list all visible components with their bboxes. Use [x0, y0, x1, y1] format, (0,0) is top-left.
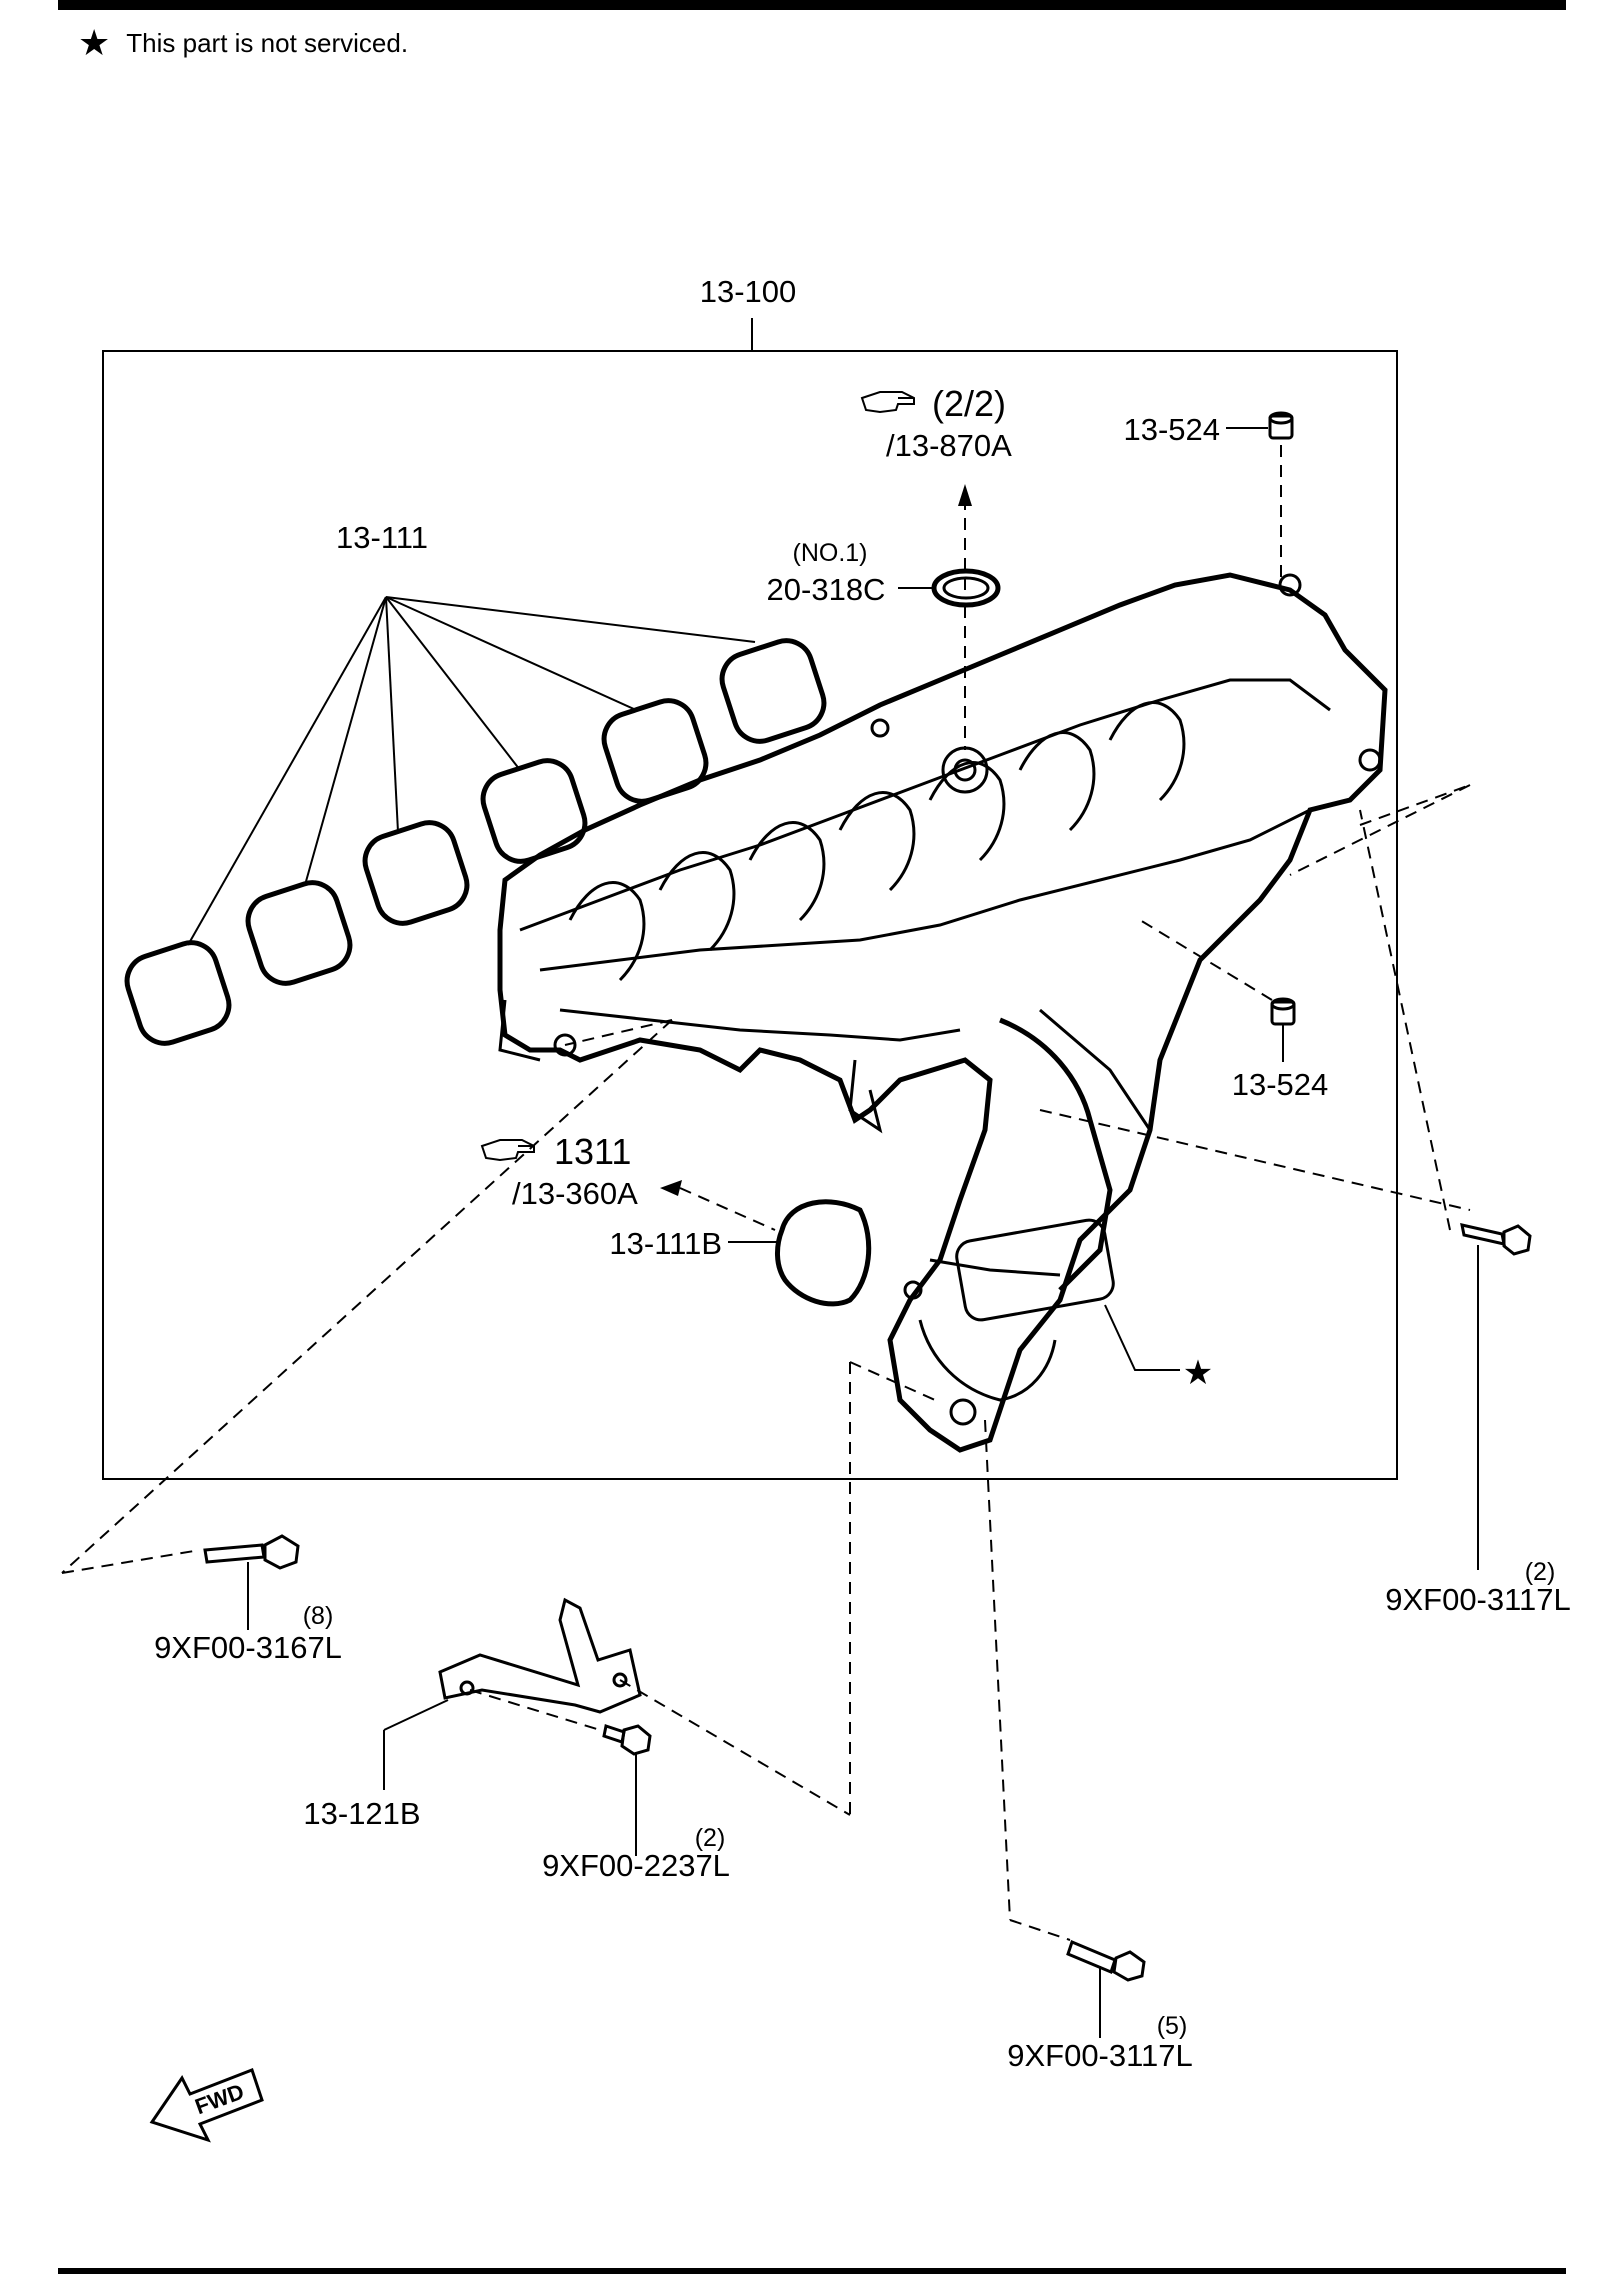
fwd-arrow-icon: FWD [149, 2068, 264, 2143]
pointing-hand-icon [860, 391, 915, 414]
label-cap-upper: 13-524 [1123, 412, 1220, 447]
gasket-leaders [187, 596, 756, 946]
label-oring-position: (NO.1) [793, 539, 868, 567]
bracket [383, 1597, 851, 1816]
legend-note-text: This part is not serviced. [126, 27, 409, 58]
ref-top-code: /13-870A [886, 428, 1012, 463]
label-gasket-b: 13-111B [609, 1226, 722, 1261]
label-assembly: 13-100 [700, 274, 797, 309]
label-bolt-bracket-qty: (2) [695, 1824, 726, 1852]
label-cap-lower: 13-524 [1232, 1067, 1329, 1102]
ref-mid-number: 1311 [554, 1131, 631, 1172]
bolt-right [1039, 784, 1532, 1570]
legend-note: ★ This part is not serviced. [78, 22, 409, 63]
bottom-rule [58, 2268, 1566, 2274]
gasket-b [728, 1199, 872, 1307]
top-rule [58, 0, 1566, 10]
star-icon: ★ [1183, 1354, 1213, 1392]
label-bolt-bottom: 9XF00-3117L [1007, 2038, 1193, 2073]
bolt-bottom [849, 1361, 1146, 2038]
ref-top: (2/2) /13-870A [860, 383, 1012, 590]
label-bolt-left: 9XF00-3167L [154, 1630, 342, 1665]
port-gaskets [124, 638, 827, 1046]
label-bolt-right: 9XF00-3117L [1385, 1582, 1571, 1617]
label-bolt-bracket: 9XF00-2237L [542, 1848, 730, 1883]
ref-top-fraction: (2/2) [932, 383, 1006, 424]
ref-mid: 1311 /13-360A [480, 1131, 776, 1231]
label-gaskets: 13-111 [336, 520, 428, 555]
o-ring [898, 568, 1001, 750]
intake-manifold [497, 572, 1388, 1453]
assembly-frame [102, 318, 1398, 1480]
star-icon: ★ [78, 22, 111, 63]
pointing-hand-icon [480, 1139, 535, 1162]
bolt-bracket [602, 1724, 652, 1856]
bolt-left [61, 1019, 673, 1630]
label-bolt-left-qty: (8) [303, 1602, 334, 1630]
label-oring: 20-318C [767, 572, 886, 607]
fwd-label: FWD [192, 2079, 248, 2120]
star-callout [1104, 1304, 1180, 1371]
label-bolt-bottom-qty: (5) [1157, 2012, 1188, 2040]
label-bracket: 13-121B [303, 1796, 420, 1831]
cap-upper [1226, 411, 1294, 580]
label-bolt-right-qty: (2) [1525, 1558, 1556, 1586]
cap-lower [1139, 919, 1296, 1062]
ref-mid-code: /13-360A [512, 1176, 638, 1211]
